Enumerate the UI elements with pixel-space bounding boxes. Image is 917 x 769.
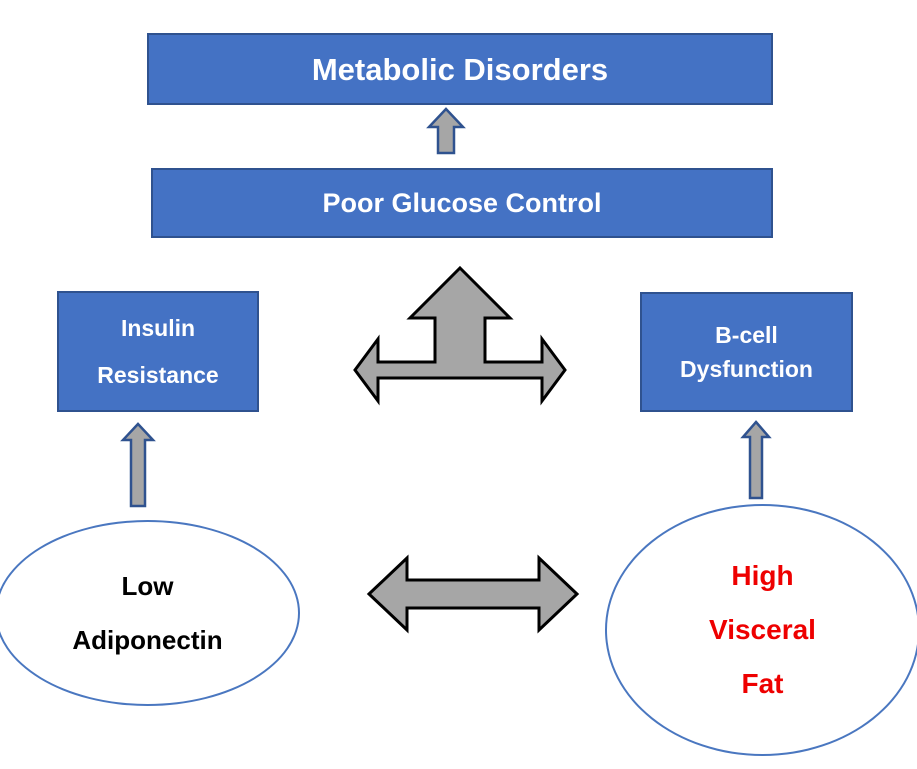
node-insulin-resistance[interactable]: Insulin Resistance bbox=[57, 291, 259, 412]
node-low-adiponectin-label-line2: Adiponectin bbox=[72, 625, 223, 655]
node-poor-glucose-control[interactable]: Poor Glucose Control bbox=[151, 168, 773, 238]
node-insulin-resistance-label-line1: Insulin bbox=[120, 314, 196, 341]
arrow-adiponectin-visceralfat-bidirectional-icon bbox=[366, 554, 580, 634]
node-high-visceral-fat-label-line2: Visceral bbox=[709, 614, 816, 645]
arrow-adiponectin-to-insulin-up-icon bbox=[120, 422, 156, 508]
node-bcell-dysfunction[interactable]: B-cell Dysfunction bbox=[640, 292, 853, 412]
arrow-glucose-to-metabolic-up-icon bbox=[426, 107, 466, 155]
node-poor-glucose-control-label: Poor Glucose Control bbox=[322, 187, 602, 218]
arrow-tri-directional-icon bbox=[353, 265, 567, 406]
node-metabolic-disorders[interactable]: Metabolic Disorders bbox=[147, 33, 773, 105]
node-bcell-dysfunction-label-line2: Dysfunction bbox=[680, 355, 813, 382]
node-high-visceral-fat[interactable]: High Visceral Fat bbox=[605, 504, 917, 756]
node-metabolic-disorders-label: Metabolic Disorders bbox=[311, 51, 609, 87]
node-insulin-resistance-label-line2: Resistance bbox=[97, 361, 219, 388]
arrow-visceralfat-to-bcell-up-icon bbox=[740, 420, 772, 500]
node-high-visceral-fat-label-line3: Fat bbox=[741, 668, 784, 699]
node-low-adiponectin[interactable]: Low Adiponectin bbox=[0, 520, 300, 706]
node-high-visceral-fat-label-line1: High bbox=[731, 560, 794, 591]
node-bcell-dysfunction-label-line1: B-cell bbox=[715, 321, 778, 348]
node-low-adiponectin-label-line1: Low bbox=[121, 571, 174, 601]
